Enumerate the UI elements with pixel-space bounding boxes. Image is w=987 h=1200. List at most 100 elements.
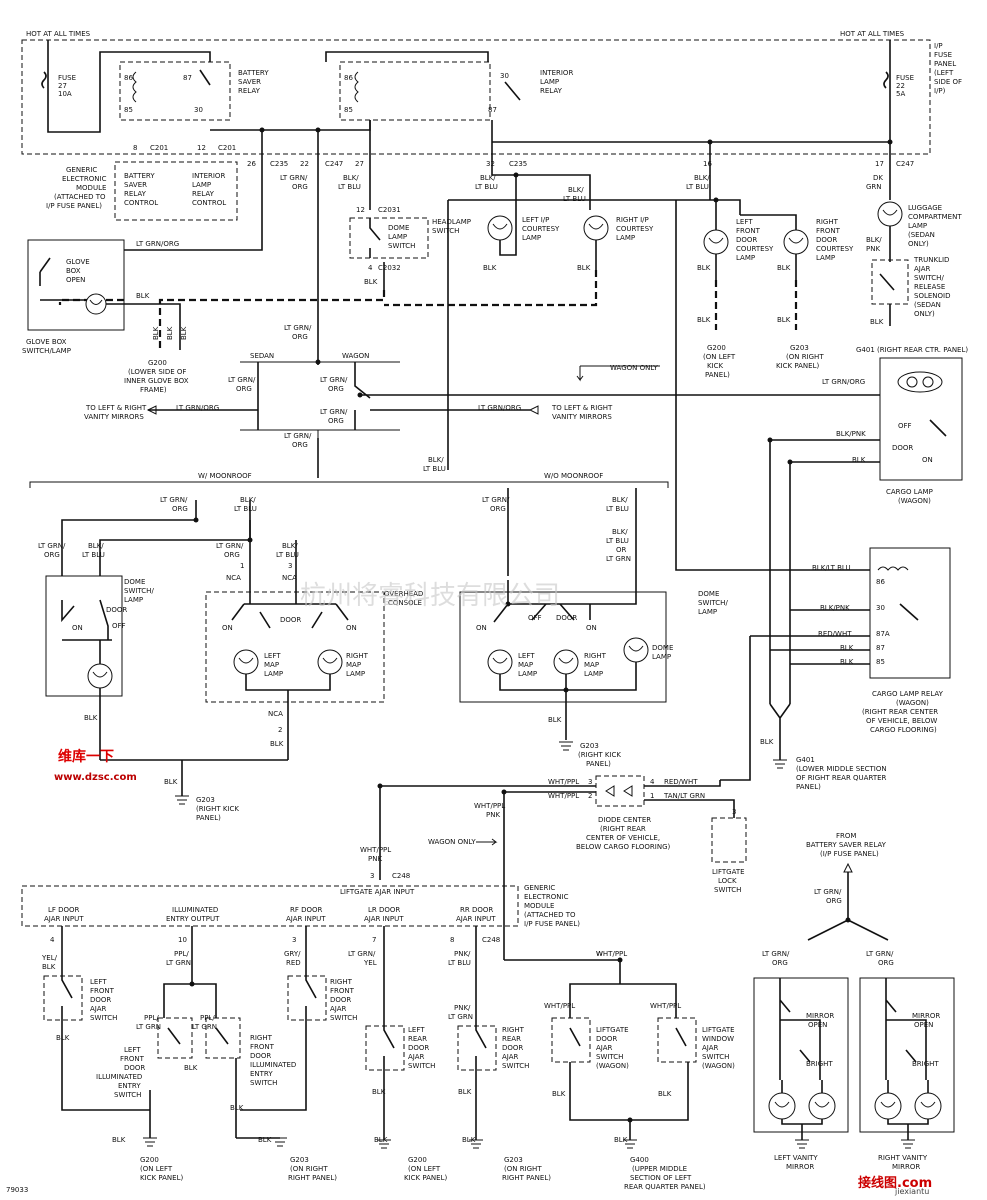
svg-text:I/P FUSE PANEL): I/P FUSE PANEL) <box>46 202 102 210</box>
svg-text:PPL/: PPL/ <box>144 1014 159 1022</box>
svg-text:DOME: DOME <box>388 224 409 232</box>
svg-text:G203: G203 <box>580 742 599 750</box>
svg-text:MAP: MAP <box>264 661 279 669</box>
cargo-lamp: OFF DOOR ON CARGO LAMP (WAGON) BLK/PNK B… <box>836 357 963 505</box>
svg-text:OF RIGHT REAR QUARTER: OF RIGHT REAR QUARTER <box>796 774 887 782</box>
svg-text:SWITCH: SWITCH <box>596 1053 623 1061</box>
svg-text:INNER GLOVE BOX: INNER GLOVE BOX <box>124 377 189 385</box>
svg-text:LT GRN: LT GRN <box>606 555 631 563</box>
svg-text:BLK: BLK <box>258 1136 272 1144</box>
svg-text:G203: G203 <box>290 1156 309 1164</box>
battery-saver-relay-label: BATTERY SAVER RELAY <box>238 69 269 95</box>
svg-text:4: 4 <box>368 264 373 272</box>
svg-text:ORG: ORG <box>328 385 344 393</box>
svg-text:LT GRN/: LT GRN/ <box>216 542 244 550</box>
svg-text:OR: OR <box>616 546 627 554</box>
svg-text:BLK/: BLK/ <box>612 496 628 504</box>
svg-text:SWITCH: SWITCH <box>714 886 741 894</box>
svg-text:FUSE: FUSE <box>896 74 914 82</box>
svg-text:(LOWER SIDE OF: (LOWER SIDE OF <box>128 368 186 376</box>
svg-text:(ATTACHED TO: (ATTACHED TO <box>524 911 576 919</box>
svg-text:G400: G400 <box>630 1156 649 1164</box>
svg-text:LEFT: LEFT <box>736 218 753 226</box>
svg-text:LEFT: LEFT <box>90 978 107 986</box>
svg-text:30: 30 <box>194 106 203 114</box>
svg-text:3: 3 <box>588 778 592 786</box>
svg-text:LT BLU: LT BLU <box>276 551 299 559</box>
svg-text:BATTERY: BATTERY <box>124 172 155 180</box>
svg-text:BLK: BLK <box>56 1034 70 1042</box>
svg-text:NCA: NCA <box>282 574 297 582</box>
svg-text:BLK: BLK <box>777 264 791 272</box>
svg-text:WHT/PPL: WHT/PPL <box>548 778 579 786</box>
svg-text:RIGHT VANITY: RIGHT VANITY <box>878 1154 928 1162</box>
svg-text:AJAR: AJAR <box>330 1005 347 1013</box>
svg-text:G200: G200 <box>140 1156 159 1164</box>
svg-text:FRAME): FRAME) <box>140 386 167 394</box>
svg-text:LT GRN/ORG: LT GRN/ORG <box>136 240 179 248</box>
svg-text:LAMP: LAMP <box>192 181 211 189</box>
svg-text:BLK: BLK <box>42 963 56 971</box>
svg-text:FRONT: FRONT <box>736 227 761 235</box>
svg-text:BLK: BLK <box>112 1136 126 1144</box>
svg-text:(ON LEFT: (ON LEFT <box>703 353 736 361</box>
svg-text:RED: RED <box>286 959 301 967</box>
svg-text:(ON RIGHT: (ON RIGHT <box>290 1165 328 1173</box>
interior-lamp-relay-pins: 86 30 85 87 <box>344 72 509 114</box>
svg-text:LIFTGATE: LIFTGATE <box>712 868 745 876</box>
svg-text:LT GRN: LT GRN <box>448 1013 473 1021</box>
liftgate-ajar-switches: W WHT/PPL WHT/PPL WHT/PPL LIFTGATE DOOR … <box>504 950 735 1140</box>
svg-text:COURTESY: COURTESY <box>616 225 654 233</box>
footer-brand: 接线图.com <box>858 1176 933 1191</box>
svg-text:REAR: REAR <box>502 1035 521 1043</box>
svg-text:LAMP: LAMP <box>522 234 541 242</box>
svg-text:LEFT VANITY: LEFT VANITY <box>774 1154 818 1162</box>
svg-text:LAMP: LAMP <box>736 254 755 262</box>
svg-text:RIGHT: RIGHT <box>816 218 839 226</box>
junction-dots <box>189 127 893 1123</box>
luggage-compartment-lamp: LUGGAGE COMPARTMENT LAMP (SEDAN ONLY) BL… <box>866 201 962 262</box>
svg-text:ORG: ORG <box>172 505 188 513</box>
svg-text:LAMP: LAMP <box>616 234 635 242</box>
svg-text:KICK PANEL): KICK PANEL) <box>404 1174 447 1182</box>
svg-text:SEDAN: SEDAN <box>250 352 274 360</box>
svg-text:ORG: ORG <box>236 385 252 393</box>
svg-text:BLK: BLK <box>658 1090 672 1098</box>
svg-text:DIODE CENTER: DIODE CENTER <box>598 816 651 824</box>
svg-text:WINDOW: WINDOW <box>702 1035 734 1043</box>
dome-switch-lamp-wo-moonroof: LT GRN/ ORG BLK/ LT BLU BLK/ LT BLU OR L… <box>459 488 728 768</box>
diode-center: 3 2 4 1 WHT/PPL WHT/PPL RED/WHT TAN/LT G… <box>548 775 705 851</box>
svg-text:DOOR: DOOR <box>330 996 351 1004</box>
dzsc-logo: 维库一下 www.dzsc.com <box>52 738 182 798</box>
svg-text:RR DOOR: RR DOOR <box>460 906 493 914</box>
w-moonroof-label: W/ MOONROOF <box>198 472 252 480</box>
svg-text:MAP: MAP <box>518 661 533 669</box>
gem-top: GENERIC ELECTRONIC MODULE (ATTACHED TO I… <box>46 161 238 221</box>
svg-text:LT GRN/: LT GRN/ <box>348 950 376 958</box>
right-rear-door-ajar-switch: 8 C248 PNK/ LT BLU PNK/ LT GRN RIGHT REA… <box>448 926 529 1140</box>
svg-text:CONTROL: CONTROL <box>124 199 158 207</box>
svg-text:DOME: DOME <box>652 644 673 652</box>
svg-text:BLK: BLK <box>136 292 150 300</box>
svg-text:(ON RIGHT: (ON RIGHT <box>504 1165 542 1173</box>
svg-text:MIRROR: MIRROR <box>786 1163 814 1171</box>
svg-text:LIFTGATE: LIFTGATE <box>702 1026 735 1034</box>
svg-text:RED/WHT: RED/WHT <box>818 630 852 638</box>
svg-text:RED/WHT: RED/WHT <box>664 778 698 786</box>
svg-text:BATTERY: BATTERY <box>238 69 269 77</box>
svg-text:CONTROL: CONTROL <box>192 199 226 207</box>
svg-text:C248: C248 <box>482 936 500 944</box>
svg-text:SAVER: SAVER <box>124 181 147 189</box>
left-rear-door-ajar-switch: 7 LT GRN/ YEL LEFT REAR DOOR AJAR SWITCH… <box>348 926 435 1140</box>
svg-text:3: 3 <box>292 936 296 944</box>
svg-text:SWITCH: SWITCH <box>90 1014 117 1022</box>
svg-text:DOME: DOME <box>124 578 145 586</box>
svg-text:LUGGAGE: LUGGAGE <box>908 204 942 212</box>
glove-box-switch-lamp: GLOVE BOX OPEN LT GRN/ORG BLK GLOVE BOX … <box>22 239 189 394</box>
svg-text:ON: ON <box>222 624 233 632</box>
svg-text:BLK: BLK <box>364 278 378 286</box>
svg-text:SWITCH/: SWITCH/ <box>698 599 728 607</box>
svg-text:(ON LEFT: (ON LEFT <box>408 1165 441 1173</box>
svg-text:BLK: BLK <box>552 1090 566 1098</box>
svg-text:BLK: BLK <box>164 778 178 786</box>
